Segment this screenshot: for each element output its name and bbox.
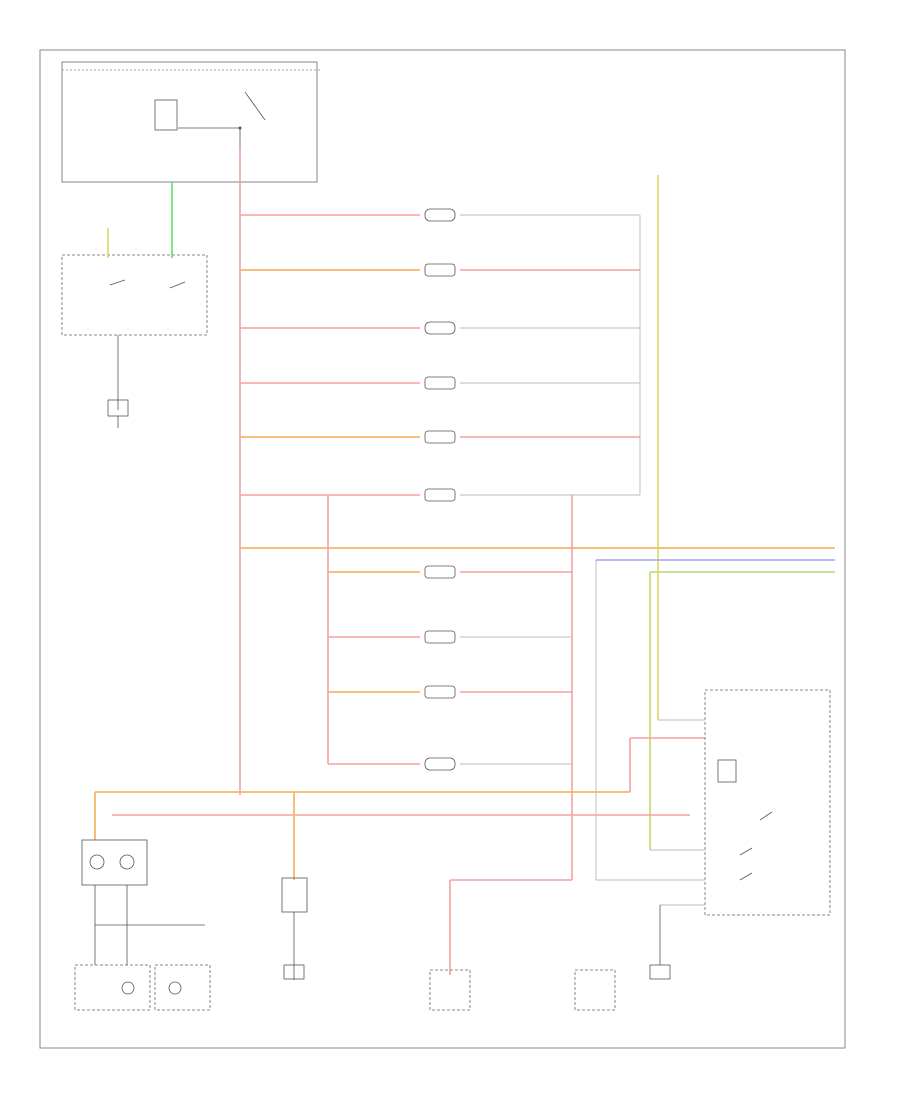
srs-unit xyxy=(596,689,831,965)
bottom-components xyxy=(74,839,671,1011)
connector-symbols xyxy=(424,208,456,771)
under-hood-fuse-box xyxy=(61,61,320,183)
connector-branch-wires xyxy=(240,214,835,765)
ignition-switch-box xyxy=(61,254,208,428)
diagram-border xyxy=(39,49,846,1049)
